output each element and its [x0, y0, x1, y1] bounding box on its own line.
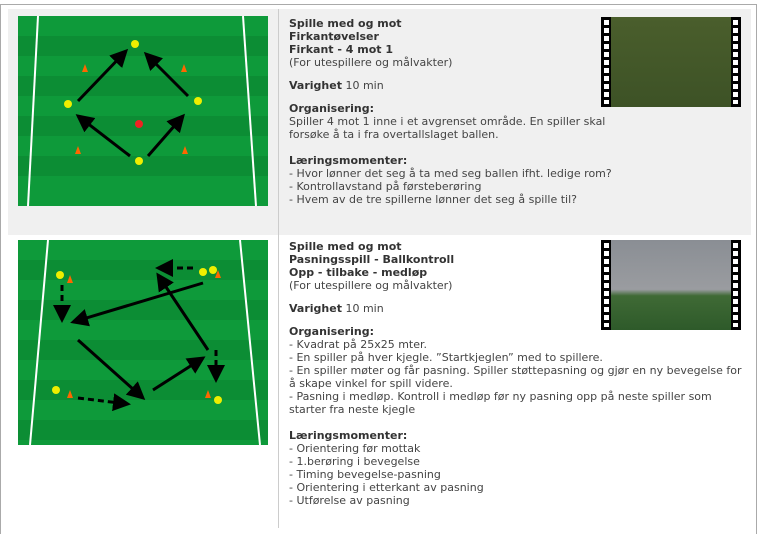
exercise-row: Spille med og mot Firkantøvelser Firkant… [8, 9, 751, 235]
duration-label: Varighet [289, 302, 342, 315]
exercise-audience: (For utespillere og målvakter) [289, 279, 453, 292]
learning-heading: Læringsmomenter: [289, 154, 408, 167]
learning-line: - Hvor lønner det seg å ta med seg balle… [289, 167, 612, 180]
exercise-category: Spille med og mot [289, 240, 402, 253]
organisation-line: Spiller 4 mot 1 inne i et avgrenset områ… [289, 115, 606, 141]
learning-line: - 1.berøring i bevegelse [289, 455, 420, 468]
video-thumbnail[interactable] [601, 17, 741, 107]
organisation-heading: Organisering: [289, 325, 374, 338]
learning-line: - Utførelse av pasning [289, 494, 410, 507]
exercise-title: Firkant - 4 mot 1 [289, 43, 394, 56]
exercise-diagram[interactable] [18, 240, 268, 445]
exercise-audience: (For utespillere og målvakter) [289, 56, 453, 69]
column-divider [278, 9, 279, 528]
content-frame [0, 4, 757, 534]
organisation-line: - En spiller på hver kjegle. ”Startkjegl… [289, 351, 603, 364]
organisation-line: - Pasning i medløp. Kontroll i medløp fø… [289, 390, 712, 416]
duration-label: Varighet [289, 79, 342, 92]
exercise-row: Spille med og mot Pasningsspill - Ballko… [8, 236, 751, 528]
exercise-duration: Varighet 10 min [289, 79, 619, 92]
learning-line: - Kontrollavstand på førsteberøring [289, 180, 482, 193]
learning-line: - Hvem av de tre spillerne lønner det se… [289, 193, 577, 206]
video-thumbnail[interactable] [601, 240, 741, 330]
exercise-details: Spille med og mot Pasningsspill - Ballko… [289, 240, 742, 507]
exercise-subcategory: Pasningsspill - Ballkontroll [289, 253, 455, 266]
organisation-line: - Kvadrat på 25x25 mter. [289, 338, 428, 351]
exercise-diagram[interactable] [18, 16, 268, 206]
learning-line: - Orientering før mottak [289, 442, 421, 455]
organisation-heading: Organisering: [289, 102, 374, 115]
learning-line: - Orientering i etterkant av pasning [289, 481, 484, 494]
exercise-duration: Varighet 10 min [289, 302, 619, 315]
exercise-details: Spille med og mot Firkantøvelser Firkant… [289, 17, 619, 206]
organisation-line: - En spiller møter og får pasning. Spill… [289, 364, 742, 390]
learning-heading: Læringsmomenter: [289, 429, 408, 442]
exercise-category: Spille med og mot [289, 17, 402, 30]
learning-line: - Timing bevegelse-pasning [289, 468, 441, 481]
exercise-subcategory: Firkantøvelser [289, 30, 379, 43]
duration-value: 10 min [341, 79, 384, 92]
exercise-title: Opp - tilbake - medløp [289, 266, 428, 279]
duration-value: 10 min [341, 302, 384, 315]
